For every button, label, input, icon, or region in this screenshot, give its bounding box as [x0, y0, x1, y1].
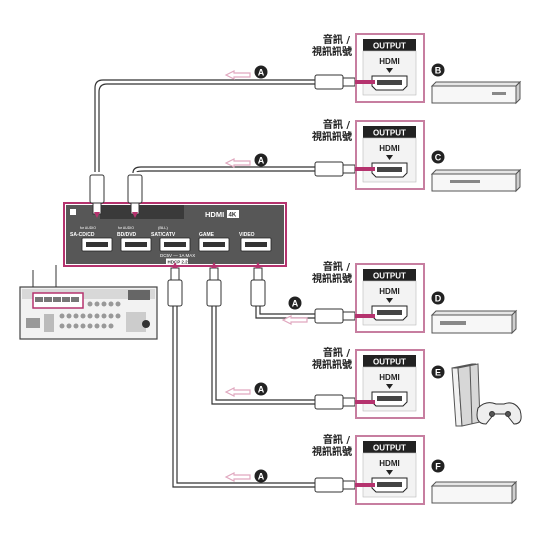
plug-inserts — [355, 80, 375, 487]
output-box-triangles — [386, 68, 393, 475]
av-label-1-line1: 音訊 / — [323, 33, 350, 46]
receiver-back — [19, 286, 158, 340]
device-marker-b: B — [435, 66, 442, 76]
output-header-5: OUTPUT — [373, 444, 406, 453]
a-marker-label-5: A — [258, 472, 265, 482]
input-sublabel-2: for AUDIO — [118, 226, 134, 230]
a-markers — [254, 65, 302, 483]
av-label-5-line1: 音訊 / — [323, 433, 350, 446]
device-b-player — [430, 80, 522, 105]
device-marker-f: F — [435, 462, 441, 472]
a-marker-label-2: A — [258, 156, 265, 166]
panel-jack-holes — [86, 242, 267, 247]
input-label-5: VIDEO — [239, 232, 255, 238]
a-marker-label-1: A — [258, 68, 265, 78]
output-header-2: OUTPUT — [373, 129, 406, 138]
output-header-3: OUTPUT — [373, 272, 406, 281]
output-box-jack-holes — [377, 80, 402, 487]
av-label-5-line2: 視訊訊號 — [311, 445, 352, 458]
panel-logo-mark — [70, 209, 76, 215]
a-marker-label-4: A — [258, 385, 265, 395]
device-marker-c: C — [435, 153, 442, 163]
device-d-player — [430, 309, 518, 335]
output-header-1: OUTPUT — [373, 42, 406, 51]
panel-badge-box — [227, 210, 239, 218]
signal-arrows — [224, 70, 308, 482]
panel-plug-tips — [92, 202, 263, 281]
av-label-4-line1: 音訊 / — [323, 346, 350, 359]
device-e-controller — [476, 402, 522, 425]
input-label-3: SAT/CATV — [151, 232, 176, 238]
av-label-3-line1: 音訊 / — [323, 260, 350, 273]
input-label-4: GAME — [199, 232, 215, 238]
device-e-console — [451, 363, 481, 427]
output-type-1: HDMI — [379, 57, 399, 66]
output-header-4: OUTPUT — [373, 358, 406, 367]
cables — [94, 79, 318, 488]
input-sublabel-1: for AUDIO — [80, 226, 96, 230]
av-label-2-line1: 音訊 / — [323, 118, 350, 131]
output-type-3: HDMI — [379, 287, 399, 296]
output-type-5: HDMI — [379, 459, 399, 468]
a-marker-label-3: A — [292, 299, 299, 309]
av-label-3-line2: 視訊訊號 — [311, 272, 352, 285]
input-label-2: BD/DVD — [117, 232, 137, 238]
input-sublabel-3: (BLL) — [158, 225, 168, 230]
panel-brand-label: HDMI — [205, 210, 224, 219]
device-c-player — [430, 168, 522, 193]
device-marker-d: D — [435, 294, 442, 304]
device-marker-e: E — [435, 368, 441, 378]
output-plugs — [314, 74, 356, 493]
av-label-4-line2: 視訊訊號 — [311, 358, 352, 371]
panel-hdcp-box — [166, 258, 188, 265]
device-markers — [431, 63, 445, 473]
callout-lines — [32, 265, 57, 287]
panel-power-note: DC5V — 1A MAX — [160, 253, 195, 258]
av-label-1-line2: 視訊訊號 — [311, 45, 352, 58]
output-type-4: HDMI — [379, 373, 399, 382]
output-box-headers — [363, 39, 416, 453]
input-label-1: SA-CD/CD — [70, 232, 95, 238]
device-f-player — [430, 480, 518, 505]
av-label-2-line2: 視訊訊號 — [311, 130, 352, 143]
panel-badge: 4K — [229, 213, 237, 219]
output-type-2: HDMI — [379, 144, 399, 153]
panel-hdcp: HDCP 2.2 — [168, 260, 189, 265]
panel-plug-arrows — [94, 212, 261, 268]
